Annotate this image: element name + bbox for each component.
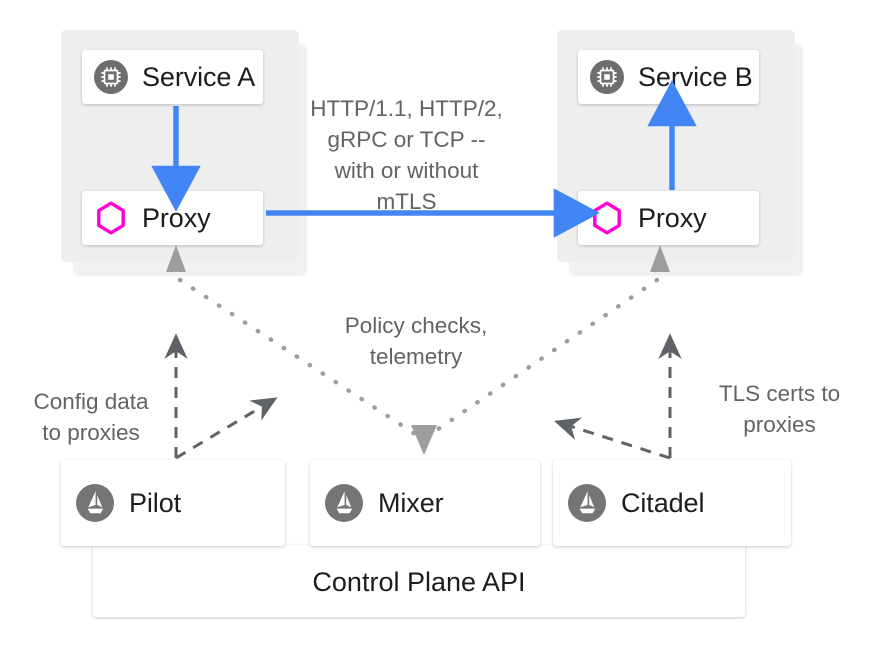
mixer-label: Mixer [378, 487, 444, 518]
citadel-label: Citadel [621, 487, 705, 518]
pilot-config-diagonal-arrow [175, 397, 278, 460]
service-b-box[interactable]: Service B [578, 50, 759, 104]
config-data-note: Config data to proxies [33, 389, 149, 445]
citadel-box[interactable]: Citadel [553, 460, 791, 546]
chip-icon [93, 59, 129, 95]
chip-icon [589, 59, 625, 95]
pilot-label: Pilot [129, 487, 182, 518]
mixer-box[interactable]: Mixer [310, 460, 540, 546]
istio-sail-icon [567, 483, 607, 523]
citadel-certs-diagonal-arrow [553, 417, 671, 460]
hexagon-icon [93, 200, 129, 236]
protocol-note: HTTP/1.1, HTTP/2, gRPC or TCP -- with or… [310, 96, 503, 214]
right-proxy-box[interactable]: Proxy [578, 191, 759, 245]
istio-sail-icon [324, 483, 364, 523]
hexagon-icon [589, 200, 625, 236]
left-proxy-label: Proxy [142, 202, 211, 233]
istio-sail-icon [75, 483, 115, 523]
service-a-label: Service A [142, 61, 256, 92]
mixer-inbound-arrowhead [411, 425, 437, 455]
right-proxy-label: Proxy [638, 202, 707, 233]
tls-certs-note: TLS certs to proxies [718, 381, 841, 437]
service-b-label: Service B [638, 61, 753, 92]
policy-telemetry-note: Policy checks, telemetry [344, 313, 488, 369]
left-proxy-box[interactable]: Proxy [82, 191, 263, 245]
service-a-box[interactable]: Service A [82, 50, 263, 104]
pilot-box[interactable]: Pilot [61, 460, 285, 546]
control-plane-api-label: Control Plane API [312, 567, 526, 597]
control-plane-api-band[interactable]: Control Plane API [93, 545, 745, 617]
